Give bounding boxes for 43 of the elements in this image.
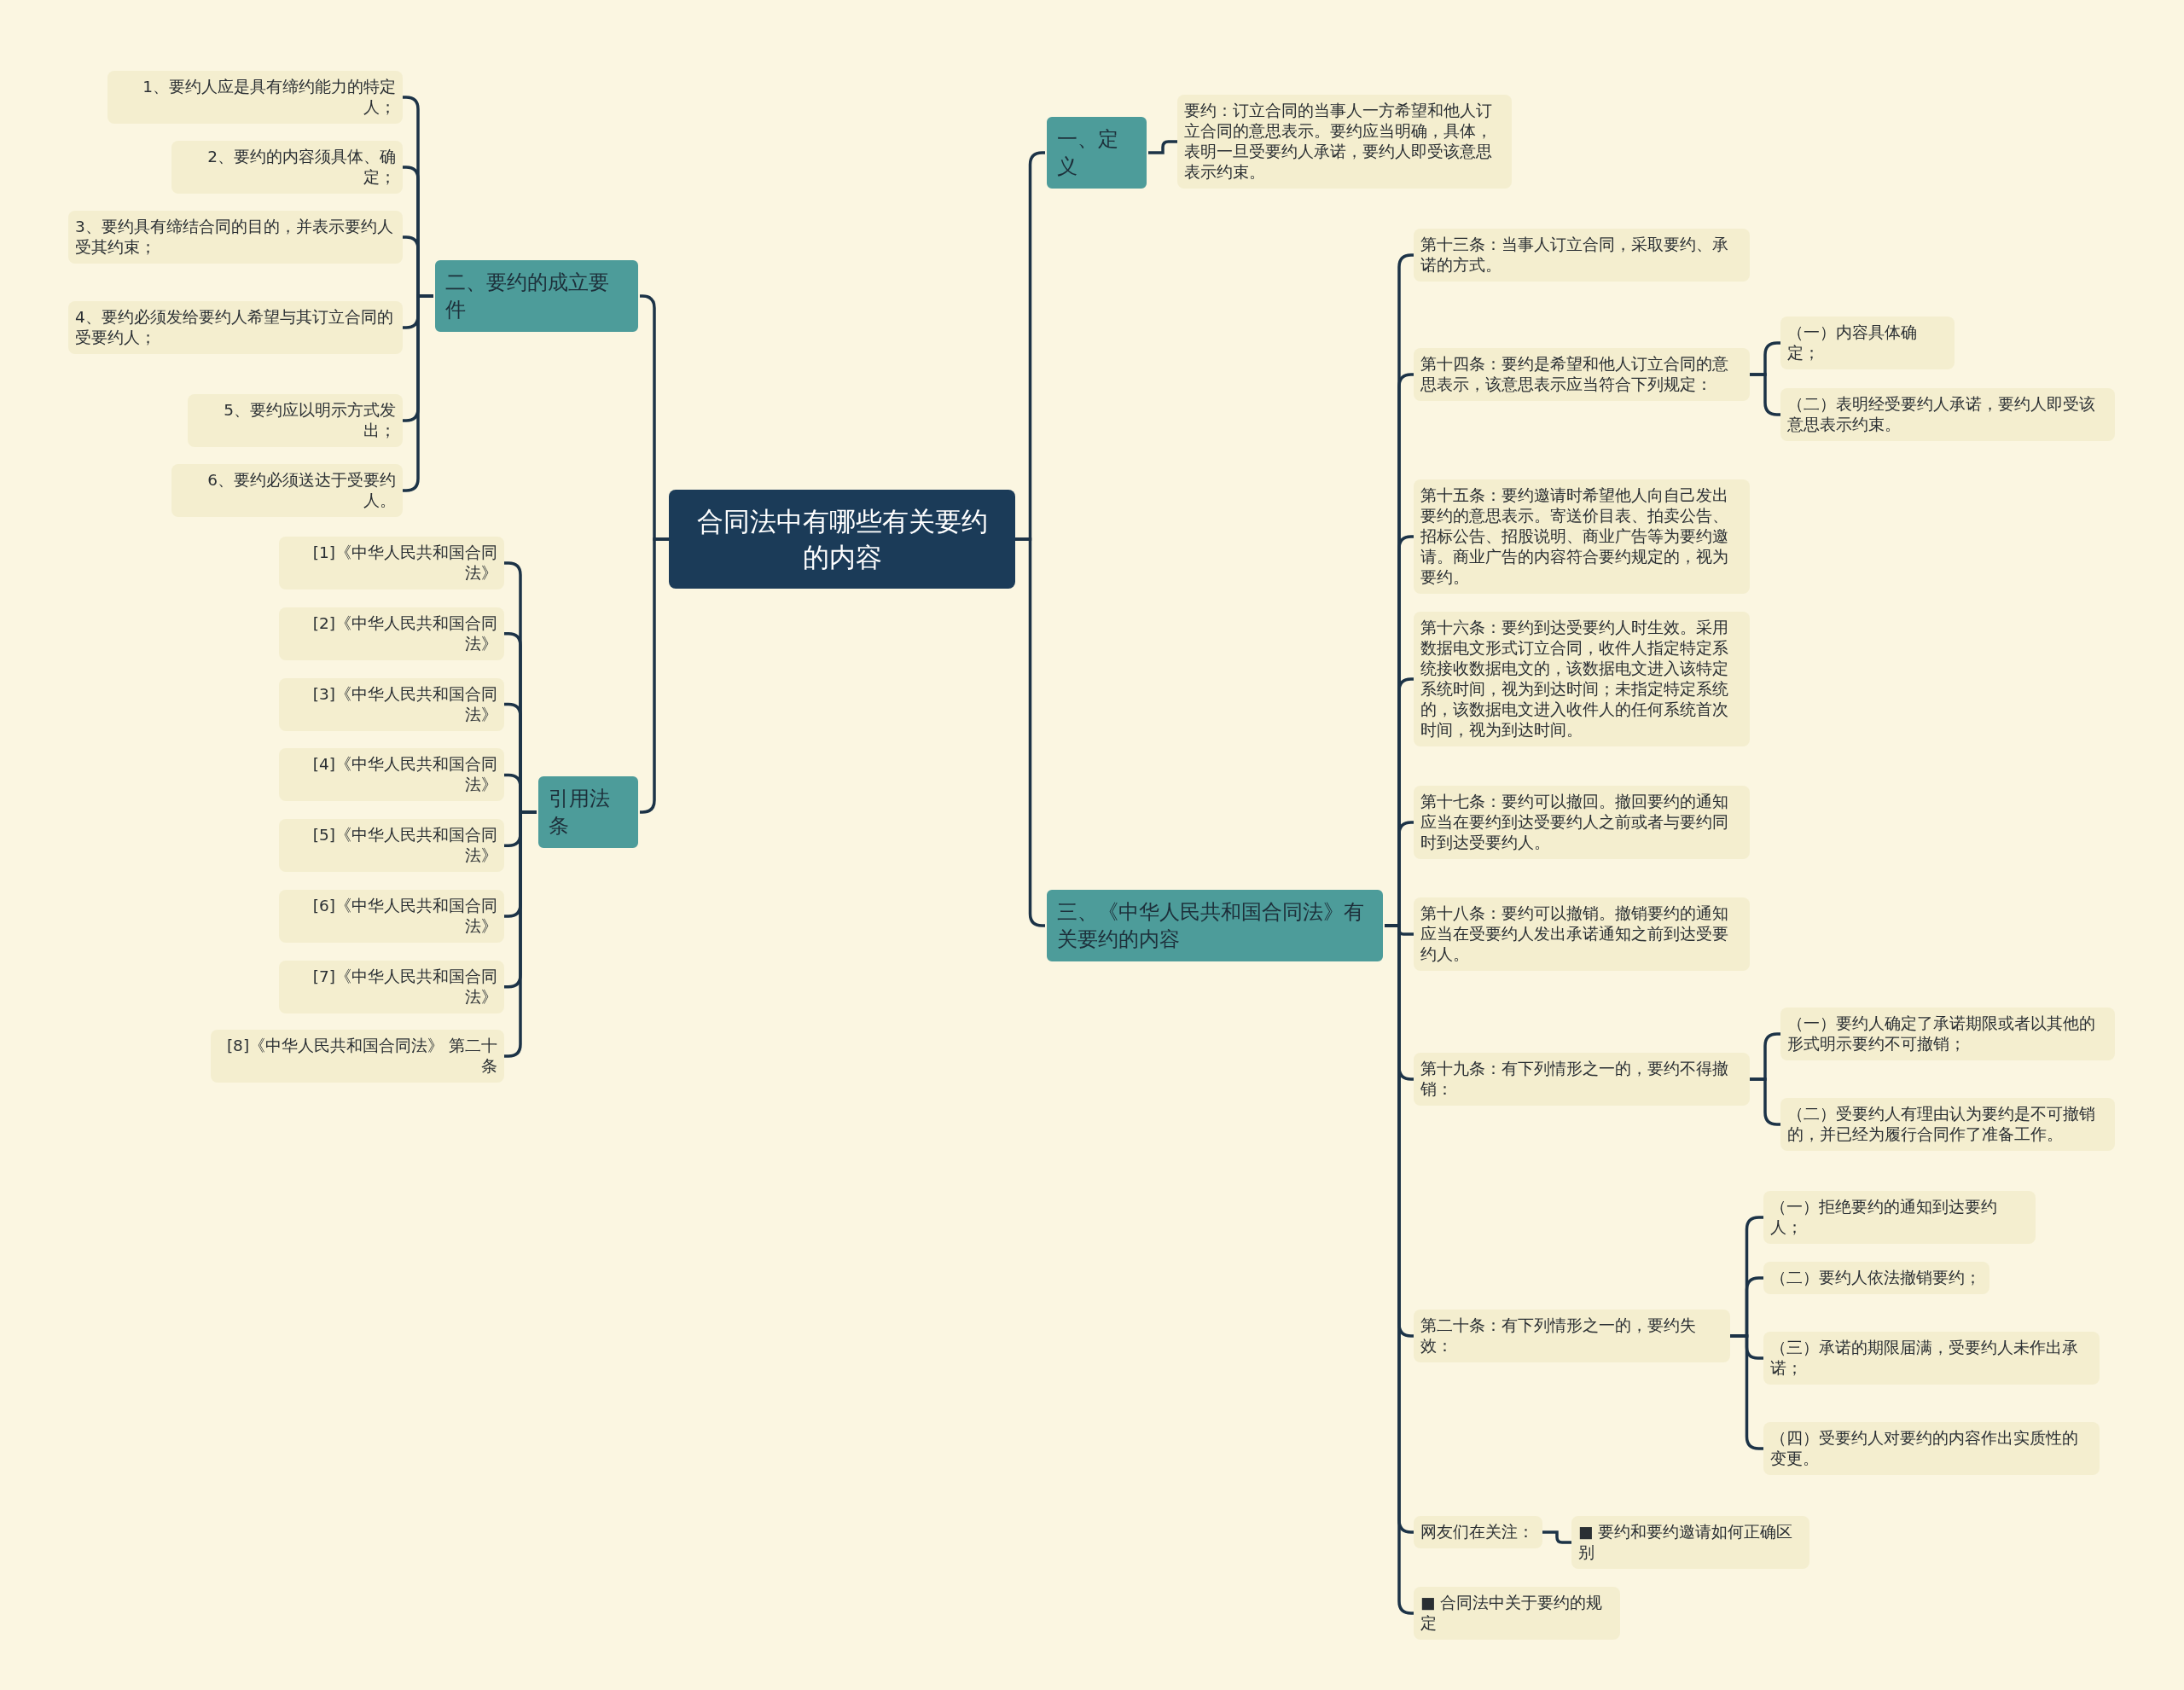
subtopic-box: [7]《中华人民共和国合同法》 [279,960,504,1013]
topic-box: 二、要约的成立要件 [433,258,640,334]
subtopic-box: （四）受要约人对要约的内容作出实质性的变更。 [1763,1422,2100,1475]
subtopic-box: 网友们在关注： [1414,1516,1542,1548]
connector-line [1750,373,1780,416]
subtopic-box: 第二十条：有下列情形之一的，要约失效： [1414,1310,1730,1362]
subtopic-box: 2、要约的内容须具体、确定； [171,141,403,194]
central-topic-box: 合同法中有哪些有关要约的内容 [669,490,1015,589]
subtopic-box: 第十八条：要约可以撤销。撤销要约的通知应当在受要约人发出承诺通知之前到达受要约人。 [1414,897,1750,971]
subtopic-box: （一）要约人确定了承诺期限或者以其他的形式明示要约不可撤销； [1780,1008,2115,1060]
subtopic-box: 5、要约应以明示方式发出； [188,394,403,447]
subtopic-box: 6、要约必须送达于受要约人。 [171,464,403,517]
subtopic-box: 第十七条：要约可以撤回。撤回要约的通知应当在要约到达受要约人之前或者与要约同时到达受要约人。 [1414,786,1750,859]
subtopic-box: ■ 合同法中关于要约的规定 [1414,1587,1620,1640]
subtopic-box: 第十三条：当事人订立合同，采取要约、承诺的方式。 [1414,229,1750,282]
subtopic-box: [2]《中华人民共和国合同法》 [279,607,504,660]
subtopic-box: ■ 要约和要约邀请如何正确区别 [1571,1516,1809,1569]
subtopic-box: [6]《中华人民共和国合同法》 [279,890,504,943]
subtopic-box: 第十五条：要约邀请时希望他人向自己发出要约的意思表示。寄送价目表、拍卖公告、招标公告、招股说明、商业广告等为要约邀请。商业广告的内容符合要约规定的，视为要约。 [1414,479,1750,594]
subtopic-box: （一）拒绝要约的通知到达要约人； [1763,1191,2036,1244]
connector-line [1542,1530,1571,1544]
topic-box: 一、定义 [1045,115,1148,190]
connector-line [1750,1077,1780,1126]
topic-box: 引用法条 [537,775,640,850]
subtopic-box: [1]《中华人民共和国合同法》 [279,537,504,589]
subtopic-box: 第十六条：要约到达受要约人时生效。采用数据电文形式订立合同，收件人指定特定系统接收数据电文的，该数据电文进入该特定系统时间，视为到达时间；未指定特定系统的，该数据电文进入收件人的任何系统首次时间，视为到达时间。 [1414,612,1750,746]
subtopic-box: [4]《中华人民共和国合同法》 [279,748,504,802]
connector-line [1148,140,1177,154]
subtopic-box: （三）承诺的期限届满，受要约人未作出承诺； [1763,1332,2100,1385]
subtopic-box: [3]《中华人民共和国合同法》 [279,677,504,731]
subtopic-box: 1、要约人应是具有缔约能力的特定人； [107,71,403,124]
subtopic-box: 第十九条：有下列情形之一的，要约不得撤销： [1414,1053,1750,1106]
subtopic-box: （二）表明经受要约人承诺，要约人即受该意思表示约束。 [1780,388,2115,441]
subtopic-box: （二）受要约人有理由认为要约是不可撤销的，并已经为履行合同作了准备工作。 [1780,1098,2115,1151]
subtopic-box: [5]《中华人民共和国合同法》 [279,819,504,873]
subtopic-box: （二）要约人依法撤销要约； [1763,1262,1989,1294]
subtopic-box: 4、要约必须发给要约人希望与其订立合同的受要约人； [68,301,403,354]
subtopic-box: 要约：订立合同的当事人一方希望和他人订立合同的意思表示。要约应当明确，具体，表明一旦受要约人承诺，要约人即受该意思表示约束。 [1177,95,1512,189]
subtopic-box: （一）内容具体确定； [1780,317,1955,369]
subtopic-box: [8]《中华人民共和国合同法》 第二十条 [211,1030,504,1083]
subtopic-box: 第十四条：要约是希望和他人订立合同的意思表示，该意思表示应当符合下列规定： [1414,348,1750,401]
subtopic-box: 3、要约具有缔结合同的目的，并表示要约人受其约束； [68,211,403,264]
topic-box: 三、《中华人民共和国合同法》有关要约的内容 [1045,888,1385,963]
